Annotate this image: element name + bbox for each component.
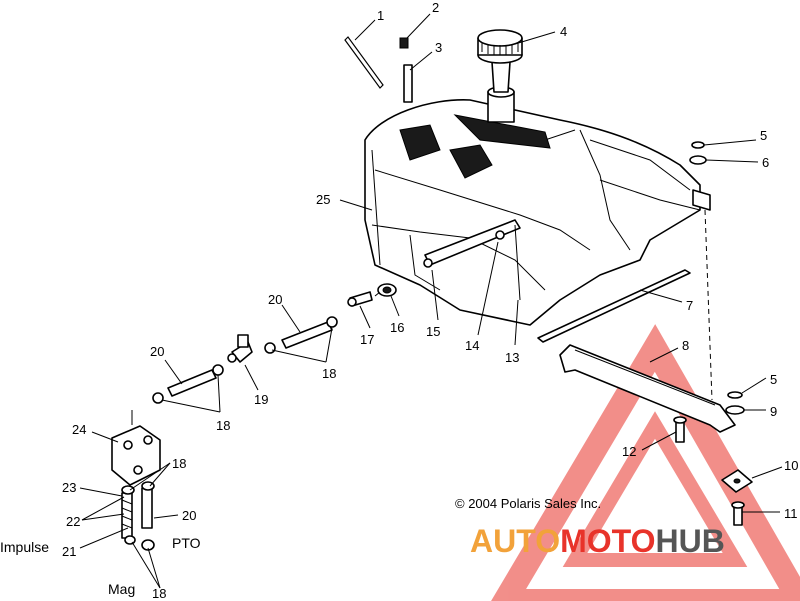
watermark-auto: AUTO [470,523,560,559]
part-clip [399,37,409,49]
nut-washer-lower [725,391,745,415]
part-grommet [377,283,397,297]
callout-10: 10 [784,458,798,473]
callout-6: 6 [762,155,769,170]
callout-12: 12 [622,444,636,459]
callout-3: 3 [435,40,442,55]
part-vent-hose [403,64,413,103]
callout-24: 24 [72,422,86,437]
callout-1: 1 [377,8,384,23]
nut-washer-upper [689,141,711,211]
callout-23: 23 [62,480,76,495]
fuel-line-lower [152,364,224,404]
watermark-moto: MOTO [560,523,655,559]
fuel-tank [364,99,701,326]
label-mag: Mag [108,581,135,597]
watermark-text: AUTOMOTOHUB [470,523,725,559]
callout-5-upper: 5 [760,128,767,143]
callout-21: 21 [62,544,76,559]
callout-18-mid: 18 [216,418,230,433]
part-strap [344,36,384,89]
callout-2: 2 [432,0,439,15]
callout-9: 9 [770,404,777,419]
callout-25: 25 [316,192,330,207]
part-fitting [347,291,373,307]
callout-13: 13 [505,350,519,365]
callout-20-upper: 20 [268,292,282,307]
callout-14: 14 [465,338,479,353]
callout-15: 15 [426,324,440,339]
fuel-valve [227,334,253,363]
callout-17: 17 [360,332,374,347]
label-pto: PTO [172,535,201,551]
pump-hoses [121,481,155,551]
callout-numbers: 1 2 3 4 5 6 25 7 8 5 9 10 11 12 13 14 15… [62,0,798,601]
callout-11: 11 [784,506,798,521]
part-strip [537,269,691,343]
callout-20-mid: 20 [150,344,164,359]
callout-16: 16 [390,320,404,335]
copyright-text: © 2004 Polaris Sales Inc. [455,496,601,511]
leader-lines [79,13,783,589]
callout-18-lower: 18 [172,456,186,471]
fuel-cap [477,29,523,64]
watermark-logo [491,324,800,601]
callout-18-bottom: 18 [152,586,166,601]
label-impulse: Impulse [0,539,49,555]
fuel-pump [111,410,161,486]
callout-18-upper: 18 [322,366,336,381]
lower-bracket [559,344,736,433]
filler-neck [487,61,515,123]
callout-4: 4 [560,24,567,39]
callout-20-lower: 20 [182,508,196,523]
callout-22: 22 [66,514,80,529]
callout-5-lower: 5 [770,372,777,387]
callout-7: 7 [686,298,693,313]
fuel-line-upper [264,316,338,354]
part-bolt-12 [673,416,687,443]
watermark-hub: HUB [655,523,724,559]
tank-bracket [423,219,521,301]
part-bolt-11 [731,501,745,526]
callout-19: 19 [254,392,268,407]
callout-8: 8 [682,338,689,353]
